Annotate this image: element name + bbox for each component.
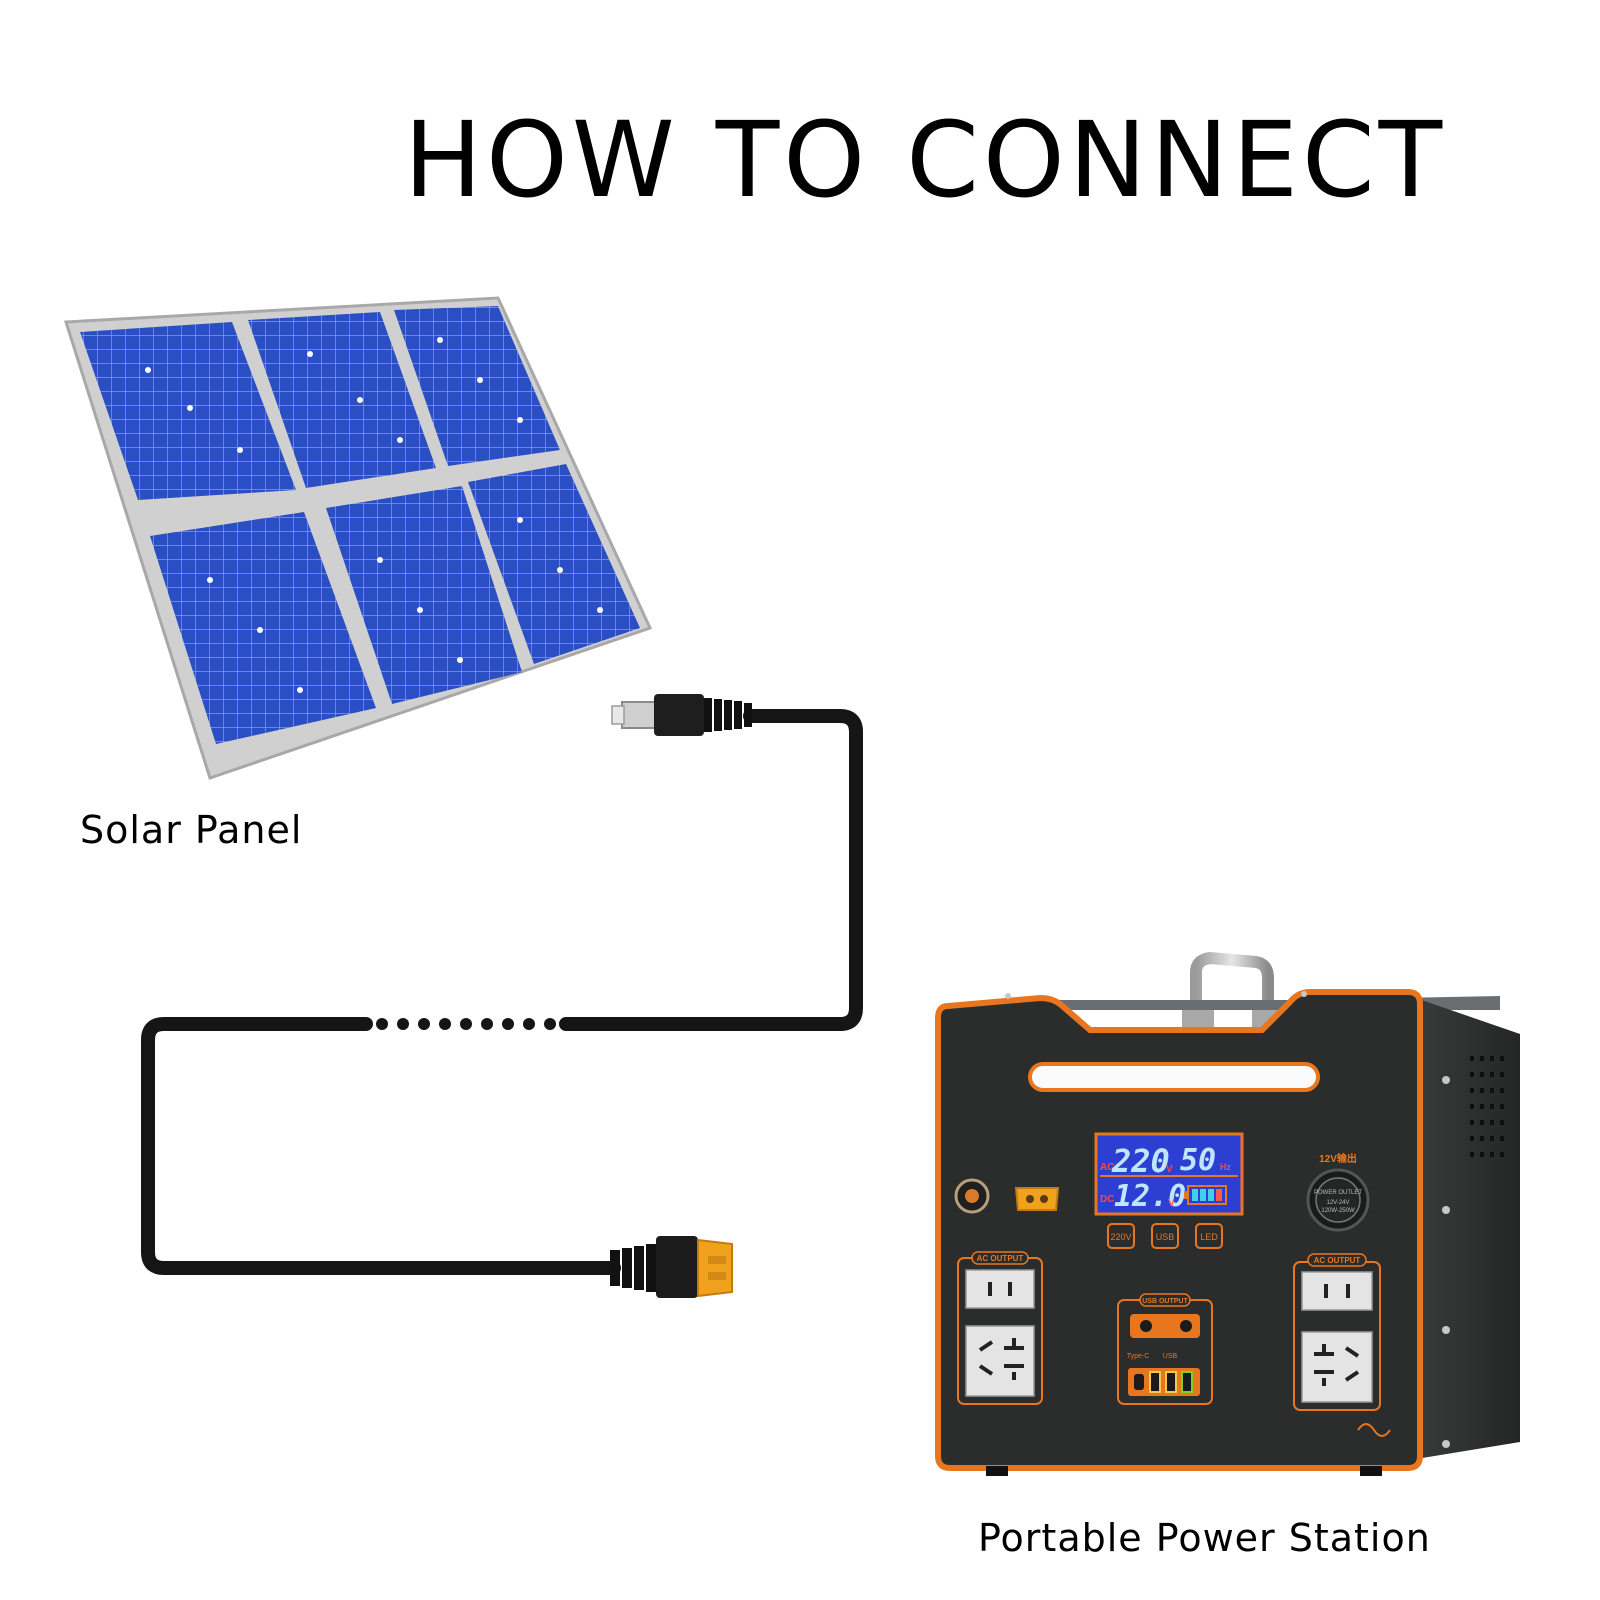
- button-usb-label: USB: [1156, 1232, 1175, 1242]
- car-socket[interactable]: 12V输出 POWER OUTLET 12V-24V 120W-250W: [1306, 1152, 1370, 1232]
- page-title: HOW TO CONNECT: [403, 99, 1447, 221]
- charging-cable: [141, 709, 863, 1275]
- dc-barrel-connector: [611, 694, 752, 736]
- lcd-dc-tag: DC: [1100, 1194, 1114, 1205]
- lcd-dc-voltage: 12.0: [1114, 1179, 1186, 1214]
- portable-power-station: AC 220 V 50 Hz DC 12.0 V: [935, 951, 1520, 1476]
- battery-icon: [1184, 1185, 1227, 1205]
- car-socket-caption-3: 120W-250W: [1321, 1208, 1355, 1214]
- ac-output-right-label: AC OUTPUT: [1314, 1256, 1361, 1265]
- lcd-ac-voltage: 220: [1111, 1142, 1170, 1180]
- usb-label: USB: [1163, 1353, 1178, 1360]
- solar-panel: [63, 296, 653, 780]
- car-socket-caption-1: POWER OUTLET: [1314, 1190, 1362, 1196]
- ac-socket-large-left[interactable]: [965, 1325, 1035, 1397]
- xt60-input-port[interactable]: [1014, 1187, 1060, 1211]
- car-socket-label: 12V输出: [1319, 1152, 1357, 1165]
- usb-output-label: USB OUTPUT: [1142, 1298, 1188, 1305]
- cable-omission-dots: [376, 1018, 556, 1030]
- usb-port-2[interactable]: [1165, 1371, 1177, 1393]
- lcd-frequency: 50: [1180, 1143, 1216, 1178]
- button-led-label: LED: [1200, 1232, 1218, 1242]
- ac-output-left-label: AC OUTPUT: [977, 1254, 1024, 1263]
- cell-highlights: [145, 337, 603, 693]
- type-c-label: Type-C: [1127, 1353, 1150, 1360]
- lcd-display: AC 220 V 50 Hz DC 12.0 V: [1094, 1132, 1244, 1216]
- button-usb[interactable]: USB: [1151, 1223, 1179, 1249]
- button-220v[interactable]: 220V: [1107, 1223, 1135, 1249]
- usb-output-panel: USB OUTPUT Type-C USB: [1117, 1293, 1213, 1405]
- power-button[interactable]: [954, 1178, 990, 1214]
- side-vents: [1470, 1056, 1504, 1157]
- lcd-dc-unit: V: [1168, 1198, 1175, 1209]
- ac-socket-large-right[interactable]: [1301, 1331, 1373, 1403]
- button-led[interactable]: LED: [1195, 1223, 1223, 1249]
- button-220v-label: 220V: [1110, 1232, 1131, 1242]
- lcd-frequency-unit: Hz: [1220, 1162, 1231, 1172]
- ac-socket-small-right[interactable]: [1301, 1271, 1373, 1311]
- solar-panel-label: Solar Panel: [80, 808, 303, 852]
- ac-output-right: AC OUTPUT: [1293, 1253, 1391, 1437]
- function-buttons: 220V USB LED: [1107, 1223, 1223, 1249]
- ac-output-left: AC OUTPUT: [957, 1251, 1043, 1405]
- car-socket-caption-2: 12V-24V: [1326, 1200, 1349, 1206]
- ac-socket-small-left[interactable]: [965, 1269, 1035, 1309]
- usb-port-3[interactable]: [1181, 1371, 1193, 1393]
- sine-wave-icon: [1357, 1423, 1391, 1437]
- xt60-connector: [610, 1236, 733, 1298]
- type-c-port[interactable]: [1134, 1374, 1144, 1390]
- power-station-label: Portable Power Station: [978, 1516, 1431, 1560]
- lcd-ac-tag: AC: [1100, 1162, 1114, 1173]
- usb-port-1[interactable]: [1149, 1371, 1161, 1393]
- usb-ports: [1128, 1368, 1200, 1396]
- lcd-ac-unit: V: [1166, 1164, 1173, 1175]
- solar-cell-grid: [80, 306, 640, 744]
- dc-output-port[interactable]: [1130, 1314, 1200, 1338]
